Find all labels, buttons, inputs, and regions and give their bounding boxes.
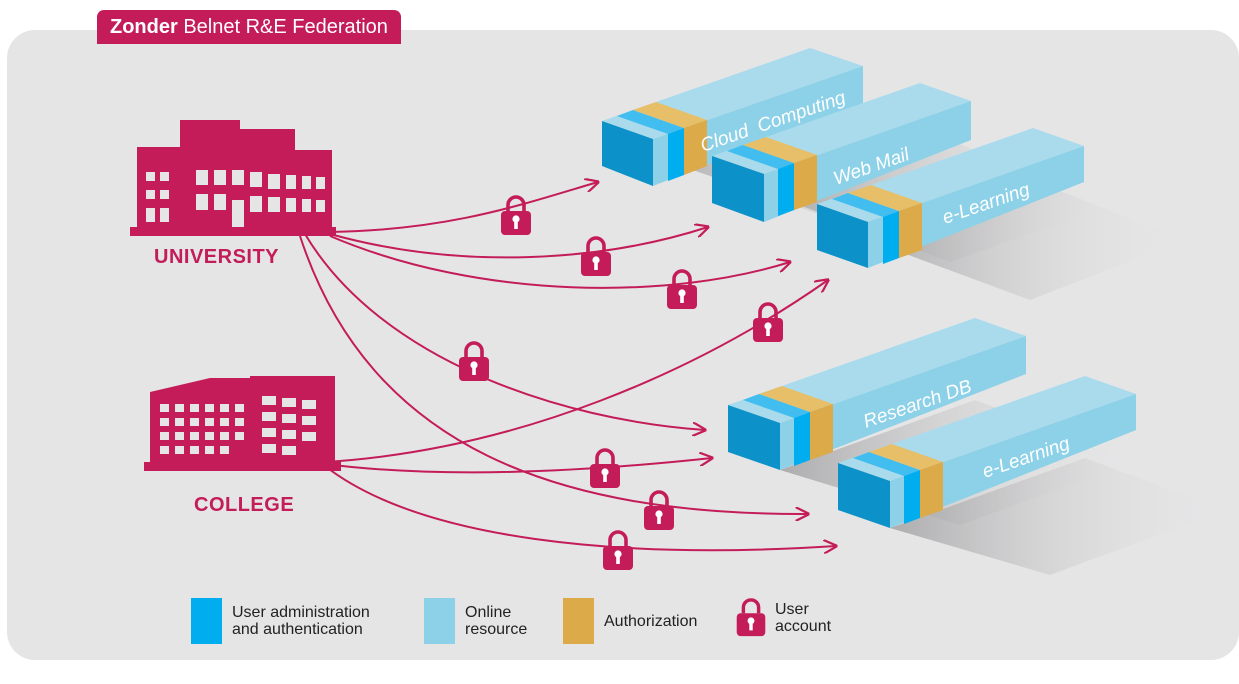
title-tab: Zonder Belnet R&E Federation: [97, 10, 401, 44]
legend-user-admin: User administration and authentication: [191, 598, 370, 644]
lock-icons: [457, 195, 785, 572]
legend-label-user-account: User account: [775, 601, 832, 635]
lock-icon: [736, 598, 766, 637]
college-building-icon: [144, 376, 341, 471]
legend-online-resource: Online resource: [424, 598, 527, 644]
arrow-univ-elearning2: [299, 235, 808, 514]
legend-label-online-resource: Online resource: [465, 604, 528, 638]
college-label: COLLEGE: [194, 494, 295, 516]
arrow-univ-research: [304, 233, 705, 430]
arrow-univ-elearning: [329, 235, 790, 289]
university-building-icon: [130, 120, 336, 236]
arrow-college-elearning: [324, 280, 828, 463]
arrow-univ-webmail: [329, 227, 708, 259]
title-bold: Zonder: [110, 16, 178, 38]
connection-arrows: [299, 182, 836, 550]
legend-swatch-online-resource: [424, 598, 455, 644]
legend-label-authorization: Authorization: [604, 612, 698, 630]
legend-authorization: Authorization: [563, 598, 697, 644]
legend-user-account: User account: [735, 598, 831, 638]
arrow-college-elearning2: [324, 465, 836, 550]
resource-e-learning-1: [817, 128, 1185, 300]
arrow-univ-cloud: [329, 182, 598, 233]
legend-label-user-admin: User administration and authentication: [232, 604, 370, 638]
title-rest: Belnet R&E Federation: [177, 16, 388, 38]
legend-swatch-authorization: [563, 598, 594, 644]
legend-swatch-user-admin: [191, 598, 222, 644]
arrow-college-research: [324, 458, 712, 474]
university-label: UNIVERSITY: [154, 246, 280, 268]
resource-e-learning-2: [838, 376, 1225, 575]
